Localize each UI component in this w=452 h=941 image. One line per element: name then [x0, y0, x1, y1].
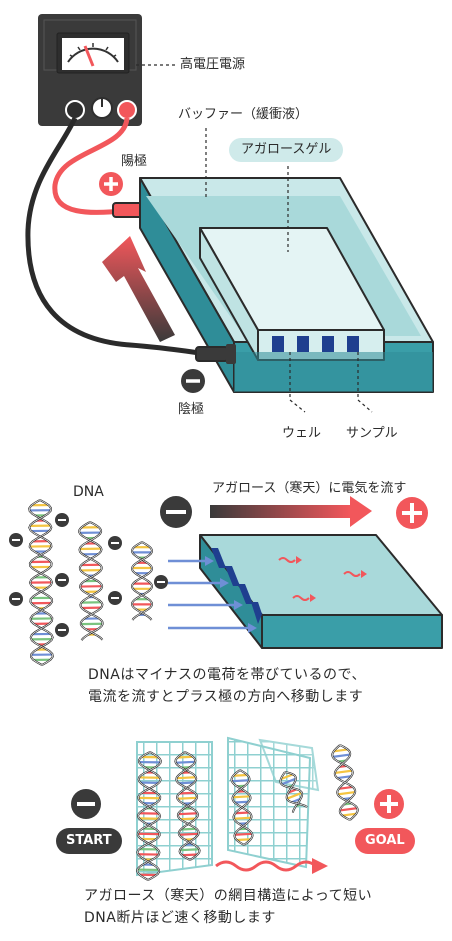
- minus-icon: [181, 369, 205, 393]
- dna-helix: [331, 744, 359, 821]
- dna-helix: [136, 751, 162, 881]
- dna-label: DNA: [73, 484, 104, 500]
- motion-arrows: [278, 556, 367, 602]
- gel-block: [199, 534, 443, 649]
- buffer-label: バッファー（緩衝液）: [178, 107, 309, 122]
- sample-label: サンプル: [346, 426, 398, 441]
- well-label: ウェル: [282, 426, 322, 441]
- dna-charge-badges: [9, 513, 168, 637]
- wells: [272, 336, 359, 352]
- progress-wave-arrow: [215, 860, 317, 872]
- dna-helix: [174, 751, 201, 861]
- caption-3-line2: DNA断片ほど速く移動します: [84, 910, 276, 926]
- goal-tag: GOAL: [355, 828, 415, 854]
- field-minus-icon: [160, 496, 192, 528]
- anode-label: 陽極: [121, 154, 148, 169]
- agarose-mesh: [136, 736, 320, 877]
- caption-3-line1: アガロース（寒天）の網目構造によって短い: [84, 888, 373, 904]
- field-plus-icon: [396, 497, 428, 529]
- start-tag: START: [56, 828, 122, 854]
- field-gradient-bar: [210, 505, 350, 518]
- power-supply: [38, 14, 142, 126]
- cathode-label: 陰極: [178, 402, 205, 417]
- dna-helix: [130, 541, 154, 621]
- dna-strands-mesh: [136, 744, 359, 881]
- dna-helix: [78, 521, 104, 641]
- dna-helix: [28, 499, 54, 666]
- dna-helix: [230, 769, 254, 846]
- plus-icon: [99, 172, 123, 196]
- start-minus-icon: [71, 789, 101, 819]
- anode-cable: [52, 117, 131, 215]
- gel-tank: [139, 177, 434, 393]
- migration-arrow: [102, 236, 175, 342]
- goal-plus-icon: [374, 789, 404, 819]
- gel-label: アガロースゲル: [229, 138, 344, 162]
- caption-2-line2: 電流を流すとプラス極の方向へ移動します: [88, 689, 364, 705]
- dna-helix: [279, 771, 308, 813]
- field-label: アガロース（寒天）に電気を流す: [212, 481, 407, 496]
- gel-wells: [211, 548, 262, 624]
- caption-2-line1: DNAはマイナスの電荷を帯びているので、: [88, 667, 366, 683]
- power-supply-label: 高電圧電源: [180, 57, 246, 72]
- cathode-connector: [195, 344, 236, 364]
- injection-arrows: [168, 556, 257, 633]
